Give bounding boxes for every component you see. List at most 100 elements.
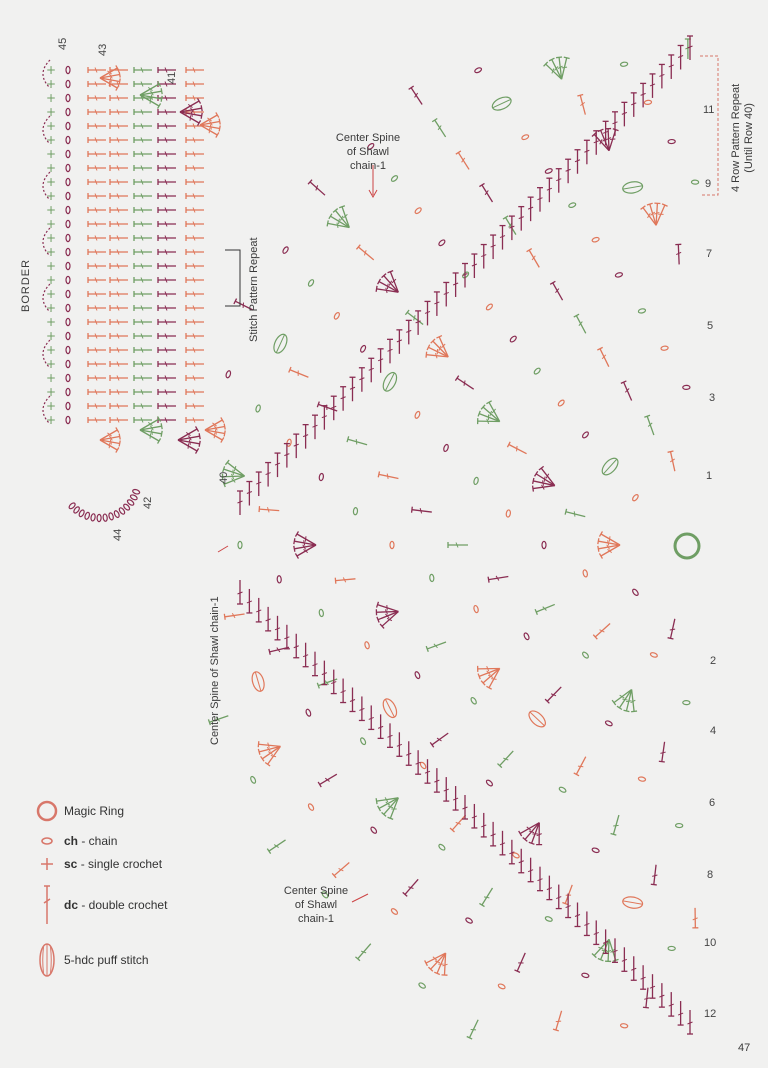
double-crochet-stitch (293, 633, 300, 659)
double-crochet-stitch (573, 756, 587, 777)
spine-bottom-line-2: of Shawl (294, 899, 338, 911)
chain-stitch (462, 271, 470, 279)
double-crochet-stitch (87, 319, 106, 325)
double-crochet-stitch (260, 745, 281, 762)
double-crochet-stitch (109, 235, 128, 241)
double-crochet-stitch (565, 893, 572, 919)
double-crochet-stitch (87, 291, 106, 297)
chain-stitch (541, 540, 547, 550)
chain-stitch (557, 399, 565, 407)
double-crochet-stitch (274, 452, 281, 478)
chain-stitch (438, 239, 446, 247)
double-crochet-stitch (87, 375, 106, 381)
single-crochet-mark: + (46, 245, 56, 259)
single-crochet-mark: + (46, 105, 56, 119)
double-crochet-stitch (326, 220, 350, 229)
single-crochet-mark: + (46, 217, 56, 231)
double-crochet-stitch (426, 344, 449, 358)
row-number: 11 (703, 104, 715, 116)
double-crochet-stitch (441, 953, 448, 976)
double-crochet-stitch (185, 249, 204, 255)
chain-stitch (544, 168, 553, 174)
double-crochet-stitch (692, 907, 699, 929)
legend-item: sc - single crochet (30, 849, 162, 879)
double-crochet-stitch (139, 416, 162, 431)
double-crochet-stitch (109, 319, 128, 325)
double-crochet-stitch (109, 109, 128, 115)
double-crochet-stitch (133, 207, 152, 213)
double-crochet-stitch (546, 177, 553, 203)
page-number: 47 (738, 1042, 751, 1054)
double-crochet-stitch (548, 57, 563, 80)
arrow-spine-bottom (351, 893, 369, 903)
double-crochet-stitch (185, 81, 204, 87)
legend-item: 5-hdc puff stitch (30, 940, 149, 980)
double-crochet-stitch (443, 281, 450, 307)
chain-stitch (307, 279, 315, 287)
single-crochet-mark: + (46, 357, 56, 371)
chain-stitch (523, 632, 530, 641)
chain-icon (30, 826, 64, 856)
double-crochet-stitch (531, 484, 555, 492)
double-crochet-stitch (377, 714, 384, 740)
border-row-number: 40 (218, 471, 230, 484)
double-crochet-stitch (640, 965, 647, 990)
double-crochet-stitch (179, 111, 203, 119)
double-crochet-stitch (593, 920, 600, 946)
center-spine-top-label: Center Spine of Shawl chain-1 (328, 131, 408, 173)
chain-stitch (65, 163, 71, 173)
double-crochet-stitch (555, 884, 562, 910)
chain-stitch (544, 916, 553, 922)
double-crochet-stitch (462, 262, 468, 288)
double-crochet-stitch (433, 768, 440, 793)
stitch-repeat-bracket (225, 249, 241, 307)
double-crochet-stitch (237, 490, 243, 515)
double-crochet-stitch (375, 285, 399, 294)
double-crochet-stitch (375, 797, 399, 805)
double-crochet-stitch (490, 234, 497, 260)
chain-stitch (643, 99, 653, 105)
double-crochet-stitch (109, 95, 128, 101)
double-crochet-stitch (480, 812, 487, 838)
double-crochet-stitch (99, 439, 120, 453)
double-crochet-stitch (199, 124, 221, 132)
double-crochet-stitch (433, 291, 440, 316)
double-crochet-stitch (621, 947, 628, 972)
double-crochet-stitch (375, 601, 399, 613)
double-crochet-stitch (531, 477, 555, 487)
double-crochet-stitch (185, 165, 204, 171)
chain-stitch (250, 775, 257, 784)
chain-stitch (360, 344, 367, 353)
double-crochet-stitch (185, 235, 204, 241)
double-crochet-stitch (133, 319, 152, 325)
chain-stitch (581, 972, 590, 979)
double-crochet-stitch (486, 400, 501, 422)
double-crochet-stitch (157, 263, 176, 269)
double-crochet-stitch (185, 137, 204, 143)
double-crochet-stitch (436, 334, 449, 358)
double-crochet-stitch (405, 741, 412, 766)
chain-stitch (65, 191, 71, 201)
double-crochet-stitch (449, 814, 467, 833)
double-crochet-stitch (109, 333, 128, 339)
chain-stitch (389, 540, 395, 550)
double-crochet-stitch (185, 417, 204, 423)
chain-stitch (443, 443, 449, 453)
double-crochet-stitch (139, 81, 162, 96)
arrow-spine-middle (217, 545, 229, 553)
chain-stitch (237, 540, 243, 550)
chain-stitch (65, 415, 71, 425)
double-crochet-stitch (424, 952, 446, 967)
chain-stitch (637, 308, 647, 314)
double-crochet-stitch (377, 348, 384, 373)
chain-stitch (418, 982, 426, 989)
double-crochet-stitch (199, 118, 221, 126)
double-crochet-stitch (99, 433, 121, 441)
chain-stitch (68, 502, 76, 510)
double-crochet-stitch (133, 221, 152, 227)
chart-markers (217, 55, 719, 903)
double-crochet-stitch (537, 866, 543, 892)
double-crochet-stitch (430, 338, 449, 358)
double-crochet-stitch (307, 179, 326, 196)
double-crochet-stitch (139, 94, 163, 102)
